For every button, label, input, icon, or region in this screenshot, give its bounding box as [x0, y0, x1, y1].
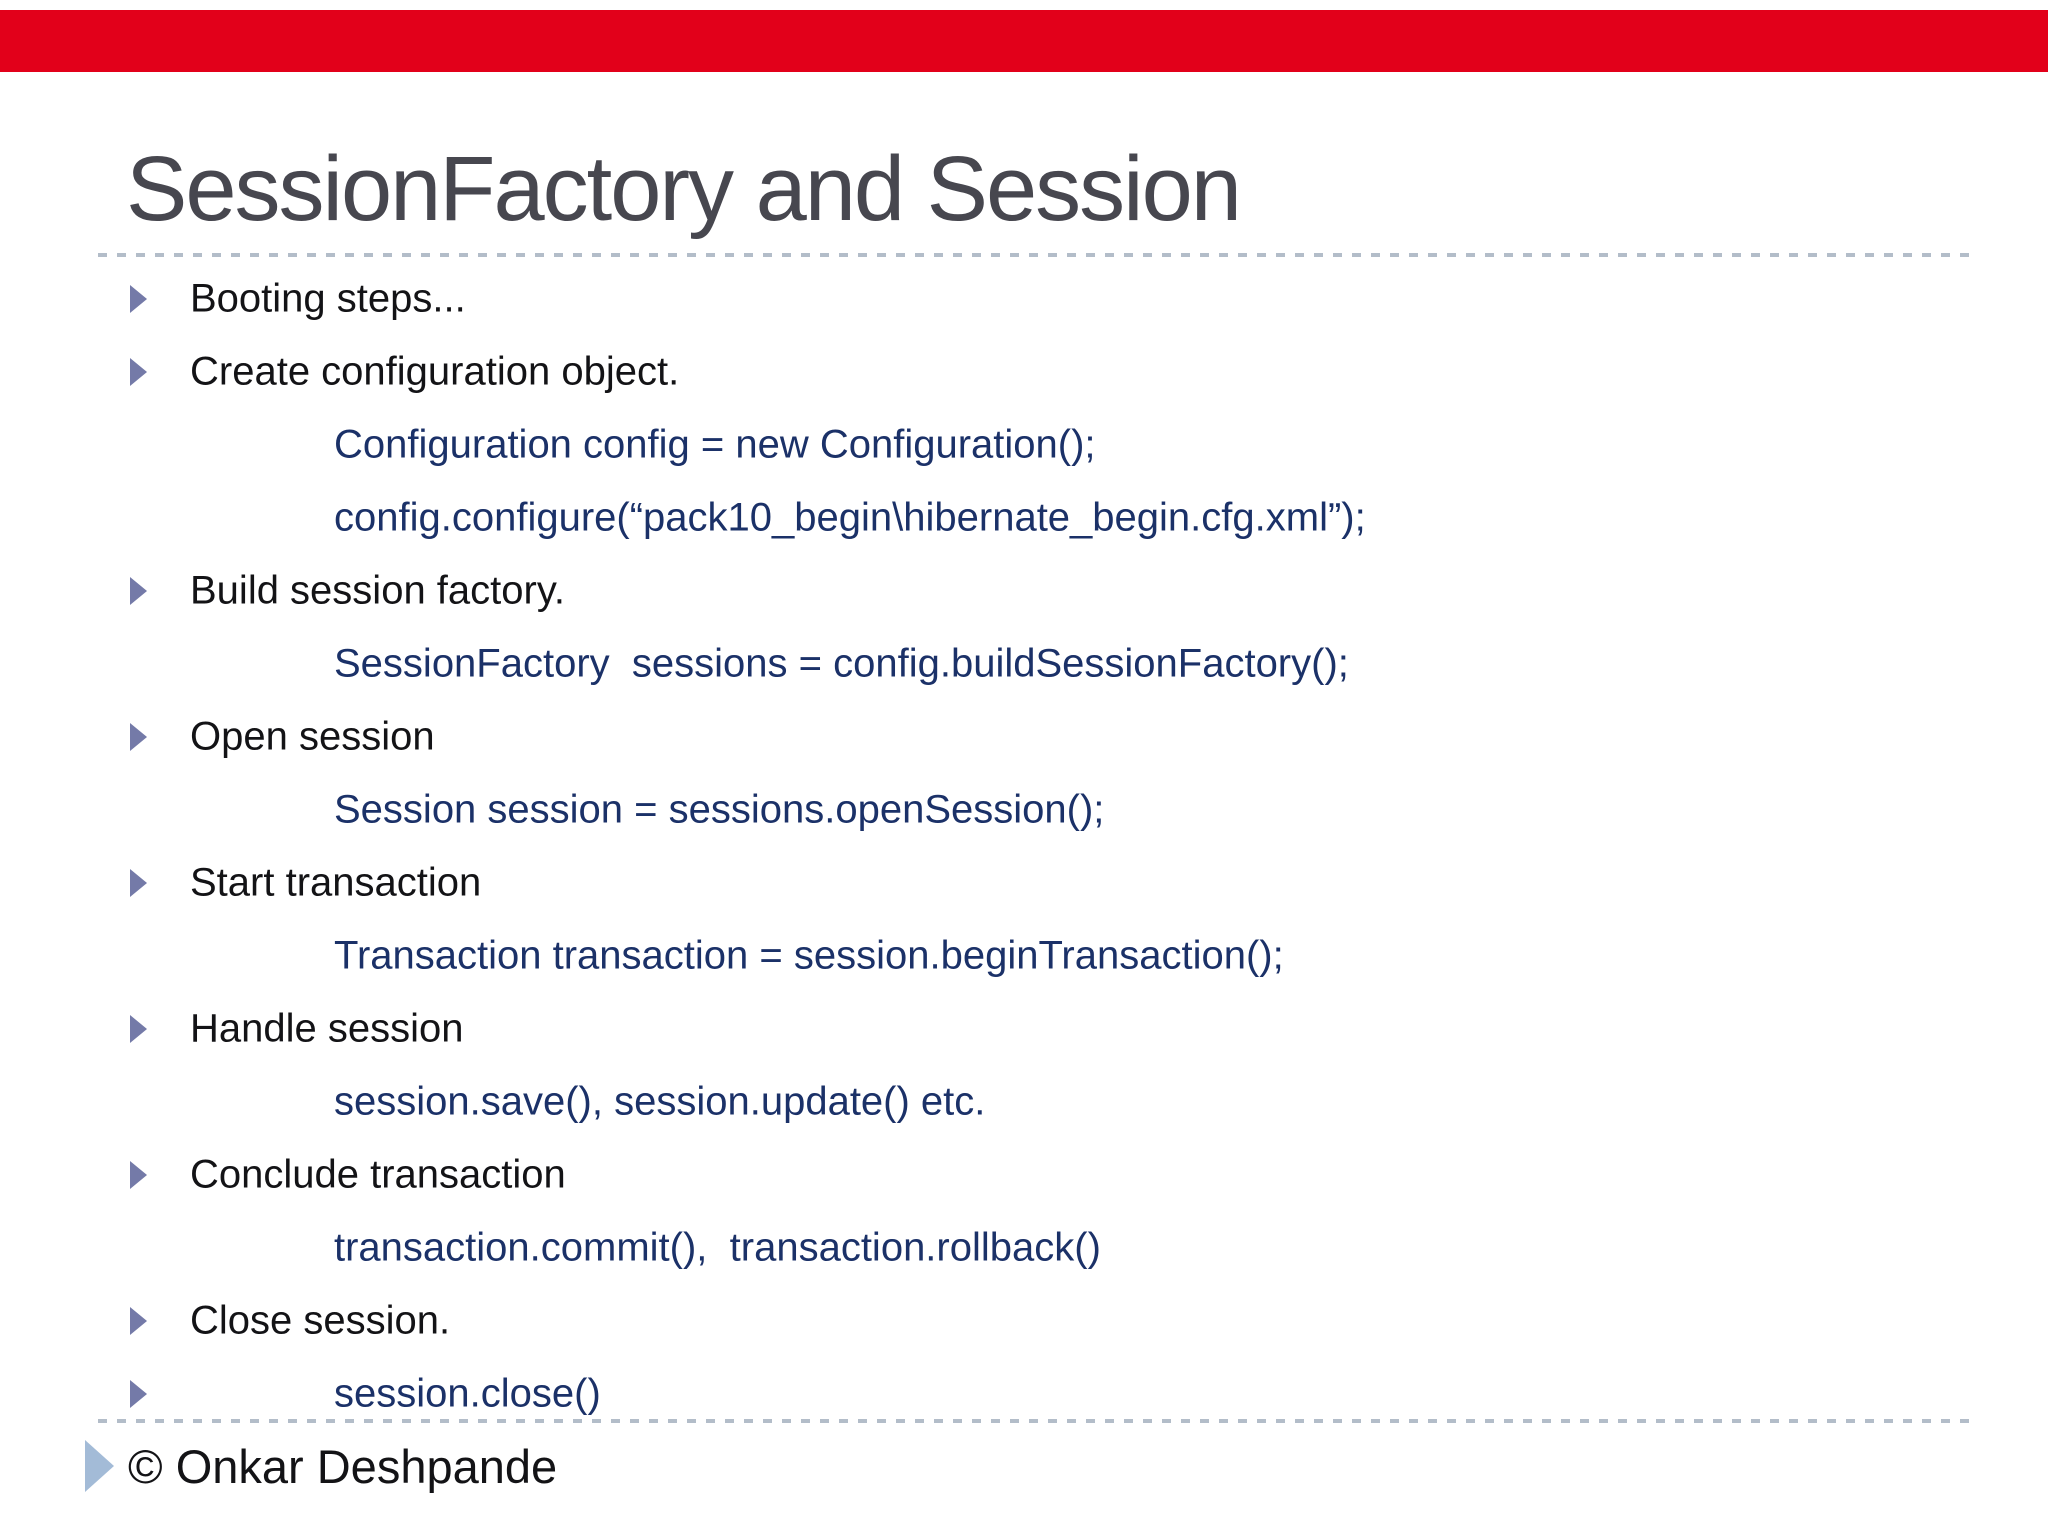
code-line: config.configure(“pack10_begin\hibernate… — [0, 481, 2048, 554]
accent-bar — [0, 10, 2048, 72]
bullet-triangle-icon — [130, 1160, 147, 1189]
list-item-text: session.save(), session.update() etc. — [334, 1079, 986, 1123]
list-item-text: Booting steps... — [190, 276, 466, 320]
bullet-triangle-icon — [130, 1306, 147, 1335]
list-item-text: Start transaction — [190, 860, 482, 904]
list-item: Start transaction — [0, 846, 2048, 919]
list-item-text: Build session factory. — [190, 568, 565, 612]
code-line: Configuration config = new Configuration… — [0, 408, 2048, 481]
list-item: Close session. — [0, 1284, 2048, 1357]
bullet-triangle-icon — [130, 284, 147, 313]
list-item-text: config.configure(“pack10_begin\hibernate… — [334, 495, 1366, 539]
list-item-text: Session session = sessions.openSession()… — [334, 787, 1105, 831]
list-item: Build session factory. — [0, 554, 2048, 627]
footer-triangle-icon — [85, 1440, 114, 1492]
slide-title: SessionFactory and Session — [126, 138, 1242, 240]
code-line: Session session = sessions.openSession()… — [0, 773, 2048, 846]
bullet-triangle-icon — [130, 1379, 147, 1408]
list-item-text: Configuration config = new Configuration… — [334, 422, 1096, 466]
list-item: Handle session — [0, 992, 2048, 1065]
list-item-text: Handle session — [190, 1006, 464, 1050]
bullet-triangle-icon — [130, 576, 147, 605]
list-item: Create configuration object. — [0, 335, 2048, 408]
code-line: transaction.commit(), transaction.rollba… — [0, 1211, 2048, 1284]
code-line: Transaction transaction = session.beginT… — [0, 919, 2048, 992]
footer-divider — [98, 1419, 1970, 1423]
list-item: session.close() — [0, 1357, 2048, 1430]
bullet-triangle-icon — [130, 868, 147, 897]
list-item-text: transaction.commit(), transaction.rollba… — [334, 1225, 1101, 1269]
bullet-triangle-icon — [130, 1014, 147, 1043]
footer-text: © Onkar Deshpande — [128, 1440, 558, 1493]
list-item-text: Conclude transaction — [190, 1152, 566, 1196]
list-item-text: Close session. — [190, 1298, 451, 1342]
title-divider — [98, 253, 1970, 257]
code-line: SessionFactory sessions = config.buildSe… — [0, 627, 2048, 700]
list-item: Open session — [0, 700, 2048, 773]
bullet-triangle-icon — [130, 722, 147, 751]
list-item: Booting steps... — [0, 262, 2048, 335]
code-line: session.save(), session.update() etc. — [0, 1065, 2048, 1138]
list-item: Conclude transaction — [0, 1138, 2048, 1211]
list-item-text: Create configuration object. — [190, 349, 680, 393]
footer: © Onkar Deshpande — [0, 1432, 2048, 1522]
bullet-triangle-icon — [130, 357, 147, 386]
list-item-text: Open session — [190, 714, 435, 758]
list-item-text: SessionFactory sessions = config.buildSe… — [334, 641, 1349, 685]
slide-body: Booting steps... Create configuration ob… — [0, 262, 2048, 1430]
list-item-text: session.close() — [334, 1371, 601, 1415]
list-item-text: Transaction transaction = session.beginT… — [334, 933, 1284, 977]
